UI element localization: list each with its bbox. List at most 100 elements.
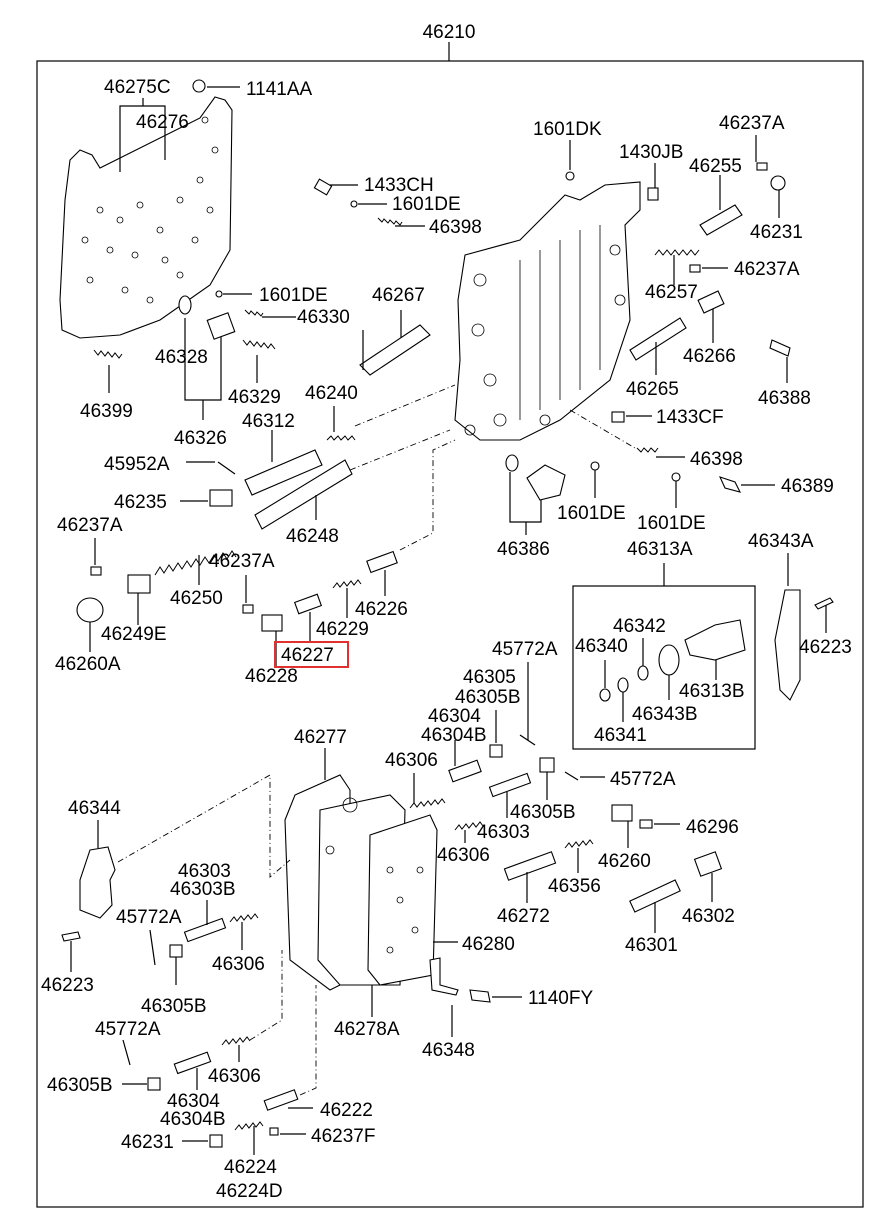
part-label[interactable]: 46386 (497, 539, 550, 560)
part-label[interactable]: 46305B (510, 802, 576, 823)
part-label[interactable]: 46237A (719, 113, 785, 134)
dash-line (354, 384, 456, 427)
part-label[interactable]: 46267 (372, 285, 425, 306)
spring-46240 (326, 435, 356, 441)
part-label[interactable]: 46329 (228, 387, 281, 408)
part-label[interactable]: 1601DK (533, 119, 602, 140)
part-label[interactable]: 46257 (645, 282, 698, 303)
part-label[interactable]: 46306 (212, 954, 265, 975)
part-label[interactable]: 46224D (216, 1181, 283, 1202)
part-label[interactable]: 46398 (429, 217, 482, 238)
part-label[interactable]: 1601DE (637, 513, 706, 534)
part-label[interactable]: 46250 (170, 588, 223, 609)
part-label[interactable]: 46305 (463, 667, 516, 688)
part-label[interactable]: 46237A (57, 515, 123, 536)
part-label[interactable]: 46224 (224, 1157, 277, 1178)
part-label[interactable]: 46304B (160, 1109, 226, 1130)
part-label[interactable]: 1140FY (528, 988, 593, 1009)
part-label[interactable]: 46326 (174, 428, 227, 449)
part-label[interactable]: 46277 (294, 727, 347, 748)
part-label[interactable]: 46342 (613, 616, 666, 637)
bolt-46388 (769, 339, 791, 357)
part-label[interactable]: 46301 (625, 935, 678, 956)
part-label[interactable]: 46235 (114, 492, 167, 513)
part-label[interactable]: 46389 (781, 476, 834, 497)
part-label[interactable]: 46222 (320, 1100, 373, 1121)
part-label[interactable]: 46313B (679, 681, 745, 702)
part-label[interactable]: 46398 (690, 449, 743, 470)
part-label[interactable]: 46356 (548, 876, 601, 897)
part-label[interactable]: 46223 (799, 637, 852, 658)
part-label[interactable]: 46296 (686, 817, 739, 838)
part-label[interactable]: 46240 (305, 383, 358, 404)
part-label[interactable]: 46231 (750, 222, 803, 243)
part-label[interactable]: 46304 (428, 706, 481, 727)
part-label[interactable]: 1433CF (656, 407, 724, 428)
part-label[interactable]: 46330 (297, 307, 350, 328)
part-label[interactable]: 46303 (178, 861, 231, 882)
key-46237A (90, 566, 102, 576)
part-label[interactable]: 1430JB (619, 142, 683, 163)
part-label-highlighted[interactable]: 46227 (281, 645, 334, 666)
part-label[interactable]: 46306 (437, 845, 490, 866)
part-label[interactable]: 46280 (462, 934, 515, 955)
part-label[interactable]: 46306 (208, 1066, 261, 1087)
part-label[interactable]: 46344 (68, 798, 121, 819)
part-label[interactable]: 46312 (242, 411, 295, 432)
part-label[interactable]: 1601DE (259, 285, 328, 306)
part-label[interactable]: 46305B (141, 996, 207, 1017)
part-label[interactable]: 46248 (286, 526, 339, 547)
bolt-1140FY (469, 989, 491, 1003)
part-label[interactable]: 45772A (610, 769, 676, 790)
part-label[interactable]: 46305B (455, 687, 521, 708)
assembly-number[interactable]: 46210 (423, 22, 476, 43)
part-label[interactable]: 46237A (734, 259, 800, 280)
part-label[interactable]: 46276 (136, 112, 189, 133)
part-label[interactable]: 46343B (632, 704, 698, 725)
part-label[interactable]: 45772A (492, 639, 558, 660)
part-label[interactable]: 46229 (316, 619, 369, 640)
part-label[interactable]: 46249E (101, 624, 167, 645)
valve-46248 (254, 459, 353, 530)
part-label[interactable]: 46231 (121, 1132, 174, 1153)
part-label[interactable]: 1141AA (246, 79, 313, 100)
part-label[interactable]: 46260A (55, 654, 121, 675)
valve-body-upper (454, 181, 641, 441)
part-label[interactable]: 46228 (245, 666, 298, 687)
part-label[interactable]: 46343A (748, 531, 814, 552)
part-label[interactable]: 46306 (385, 750, 438, 771)
part-label[interactable]: 46328 (155, 347, 208, 368)
part-label[interactable]: 46341 (594, 725, 647, 746)
part-label[interactable]: 46348 (422, 1040, 475, 1061)
pin-1433CF (611, 411, 625, 423)
part-label[interactable]: 46266 (683, 346, 736, 367)
part-label[interactable]: 46399 (80, 401, 133, 422)
part-label[interactable]: 46272 (497, 906, 550, 927)
part-label[interactable]: 46304 (167, 1091, 220, 1112)
part-label[interactable]: 46265 (626, 379, 679, 400)
part-label[interactable]: 46237F (311, 1126, 375, 1147)
part-label[interactable]: 1601DE (392, 194, 461, 215)
part-label[interactable]: 46275C (104, 77, 171, 98)
part-label[interactable]: 46305B (47, 1075, 113, 1096)
part-label[interactable]: 46303B (170, 879, 236, 900)
part-label[interactable]: 46304B (421, 725, 487, 746)
part-label[interactable]: 46313A (627, 539, 693, 560)
highlight-box-46227[interactable] (274, 641, 349, 668)
part-label[interactable]: 45772A (116, 907, 182, 928)
part-label[interactable]: 46278A (334, 1019, 400, 1040)
part-label[interactable]: 45952A (104, 454, 170, 475)
part-label[interactable]: 46237A (209, 551, 275, 572)
part-label[interactable]: 46226 (355, 599, 408, 620)
part-label[interactable]: 46340 (575, 636, 628, 657)
part-label[interactable]: 46260 (598, 851, 651, 872)
part-label[interactable]: 46223 (41, 975, 94, 996)
part-label[interactable]: 45772A (95, 1019, 161, 1040)
part-label[interactable]: 1601DE (557, 503, 626, 524)
part-label[interactable]: 1433CH (364, 175, 434, 196)
part-label[interactable]: 46388 (758, 388, 811, 409)
plug-46302 (693, 851, 723, 877)
part-label[interactable]: 46303 (477, 822, 530, 843)
part-label[interactable]: 46255 (689, 156, 742, 177)
part-label[interactable]: 46302 (682, 906, 735, 927)
